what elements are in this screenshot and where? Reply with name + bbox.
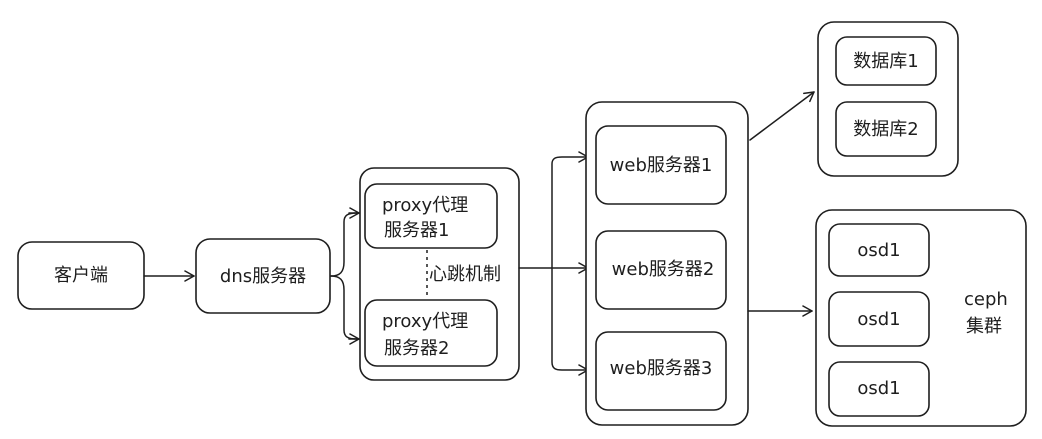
dns-server-label: dns服务器	[220, 266, 306, 287]
proxy-server-1-node: proxy代理 服务器1	[364, 183, 498, 249]
proxy-server-1-label-line1: proxy代理	[382, 195, 468, 216]
edge-dns-proxies-brace	[330, 212, 358, 277]
edge-proxy-web1	[551, 151, 589, 269]
client-node: 客户端	[17, 241, 145, 310]
web-server-1-node: web服务器1	[595, 125, 727, 205]
web-server-2-label: web服务器2	[612, 259, 715, 280]
web-server-3-node: web服务器3	[595, 331, 727, 411]
client-label: 客户端	[54, 265, 108, 286]
edge-proxy-web3	[551, 267, 589, 376]
osd-label-2: osd1	[857, 309, 900, 330]
osd-label-3: osd1	[857, 378, 900, 399]
database-2-label: 数据库2	[853, 119, 918, 140]
osd-node-3: osd1	[828, 361, 930, 417]
proxy-server-2-label-line1: proxy代理	[382, 311, 468, 332]
ceph-cluster-label-line2: 集群	[966, 316, 1002, 337]
dns-server-node: dns服务器	[195, 238, 331, 314]
database-2-node: 数据库2	[835, 101, 937, 157]
osd-node-1: osd1	[828, 223, 930, 277]
ceph-cluster-label-line1: ceph	[964, 289, 1008, 310]
edge-web-database	[749, 91, 815, 141]
web-server-3-label: web服务器3	[610, 358, 713, 379]
proxy-server-2-label-line2: 服务器2	[384, 338, 449, 359]
database-1-label: 数据库1	[853, 51, 918, 72]
osd-label-1: osd1	[857, 240, 900, 261]
web-server-1-label: web服务器1	[610, 155, 713, 176]
web-server-2-node: web服务器2	[595, 230, 727, 310]
proxy-server-1-label-line2: 服务器1	[384, 220, 449, 241]
osd-node-2: osd1	[828, 291, 930, 347]
database-1-node: 数据库1	[835, 36, 937, 86]
heartbeat-label: 心跳机制	[429, 264, 501, 285]
proxy-server-2-node: proxy代理 服务器2	[364, 299, 498, 367]
edge-dns-proxies-brace-lower	[330, 275, 358, 340]
